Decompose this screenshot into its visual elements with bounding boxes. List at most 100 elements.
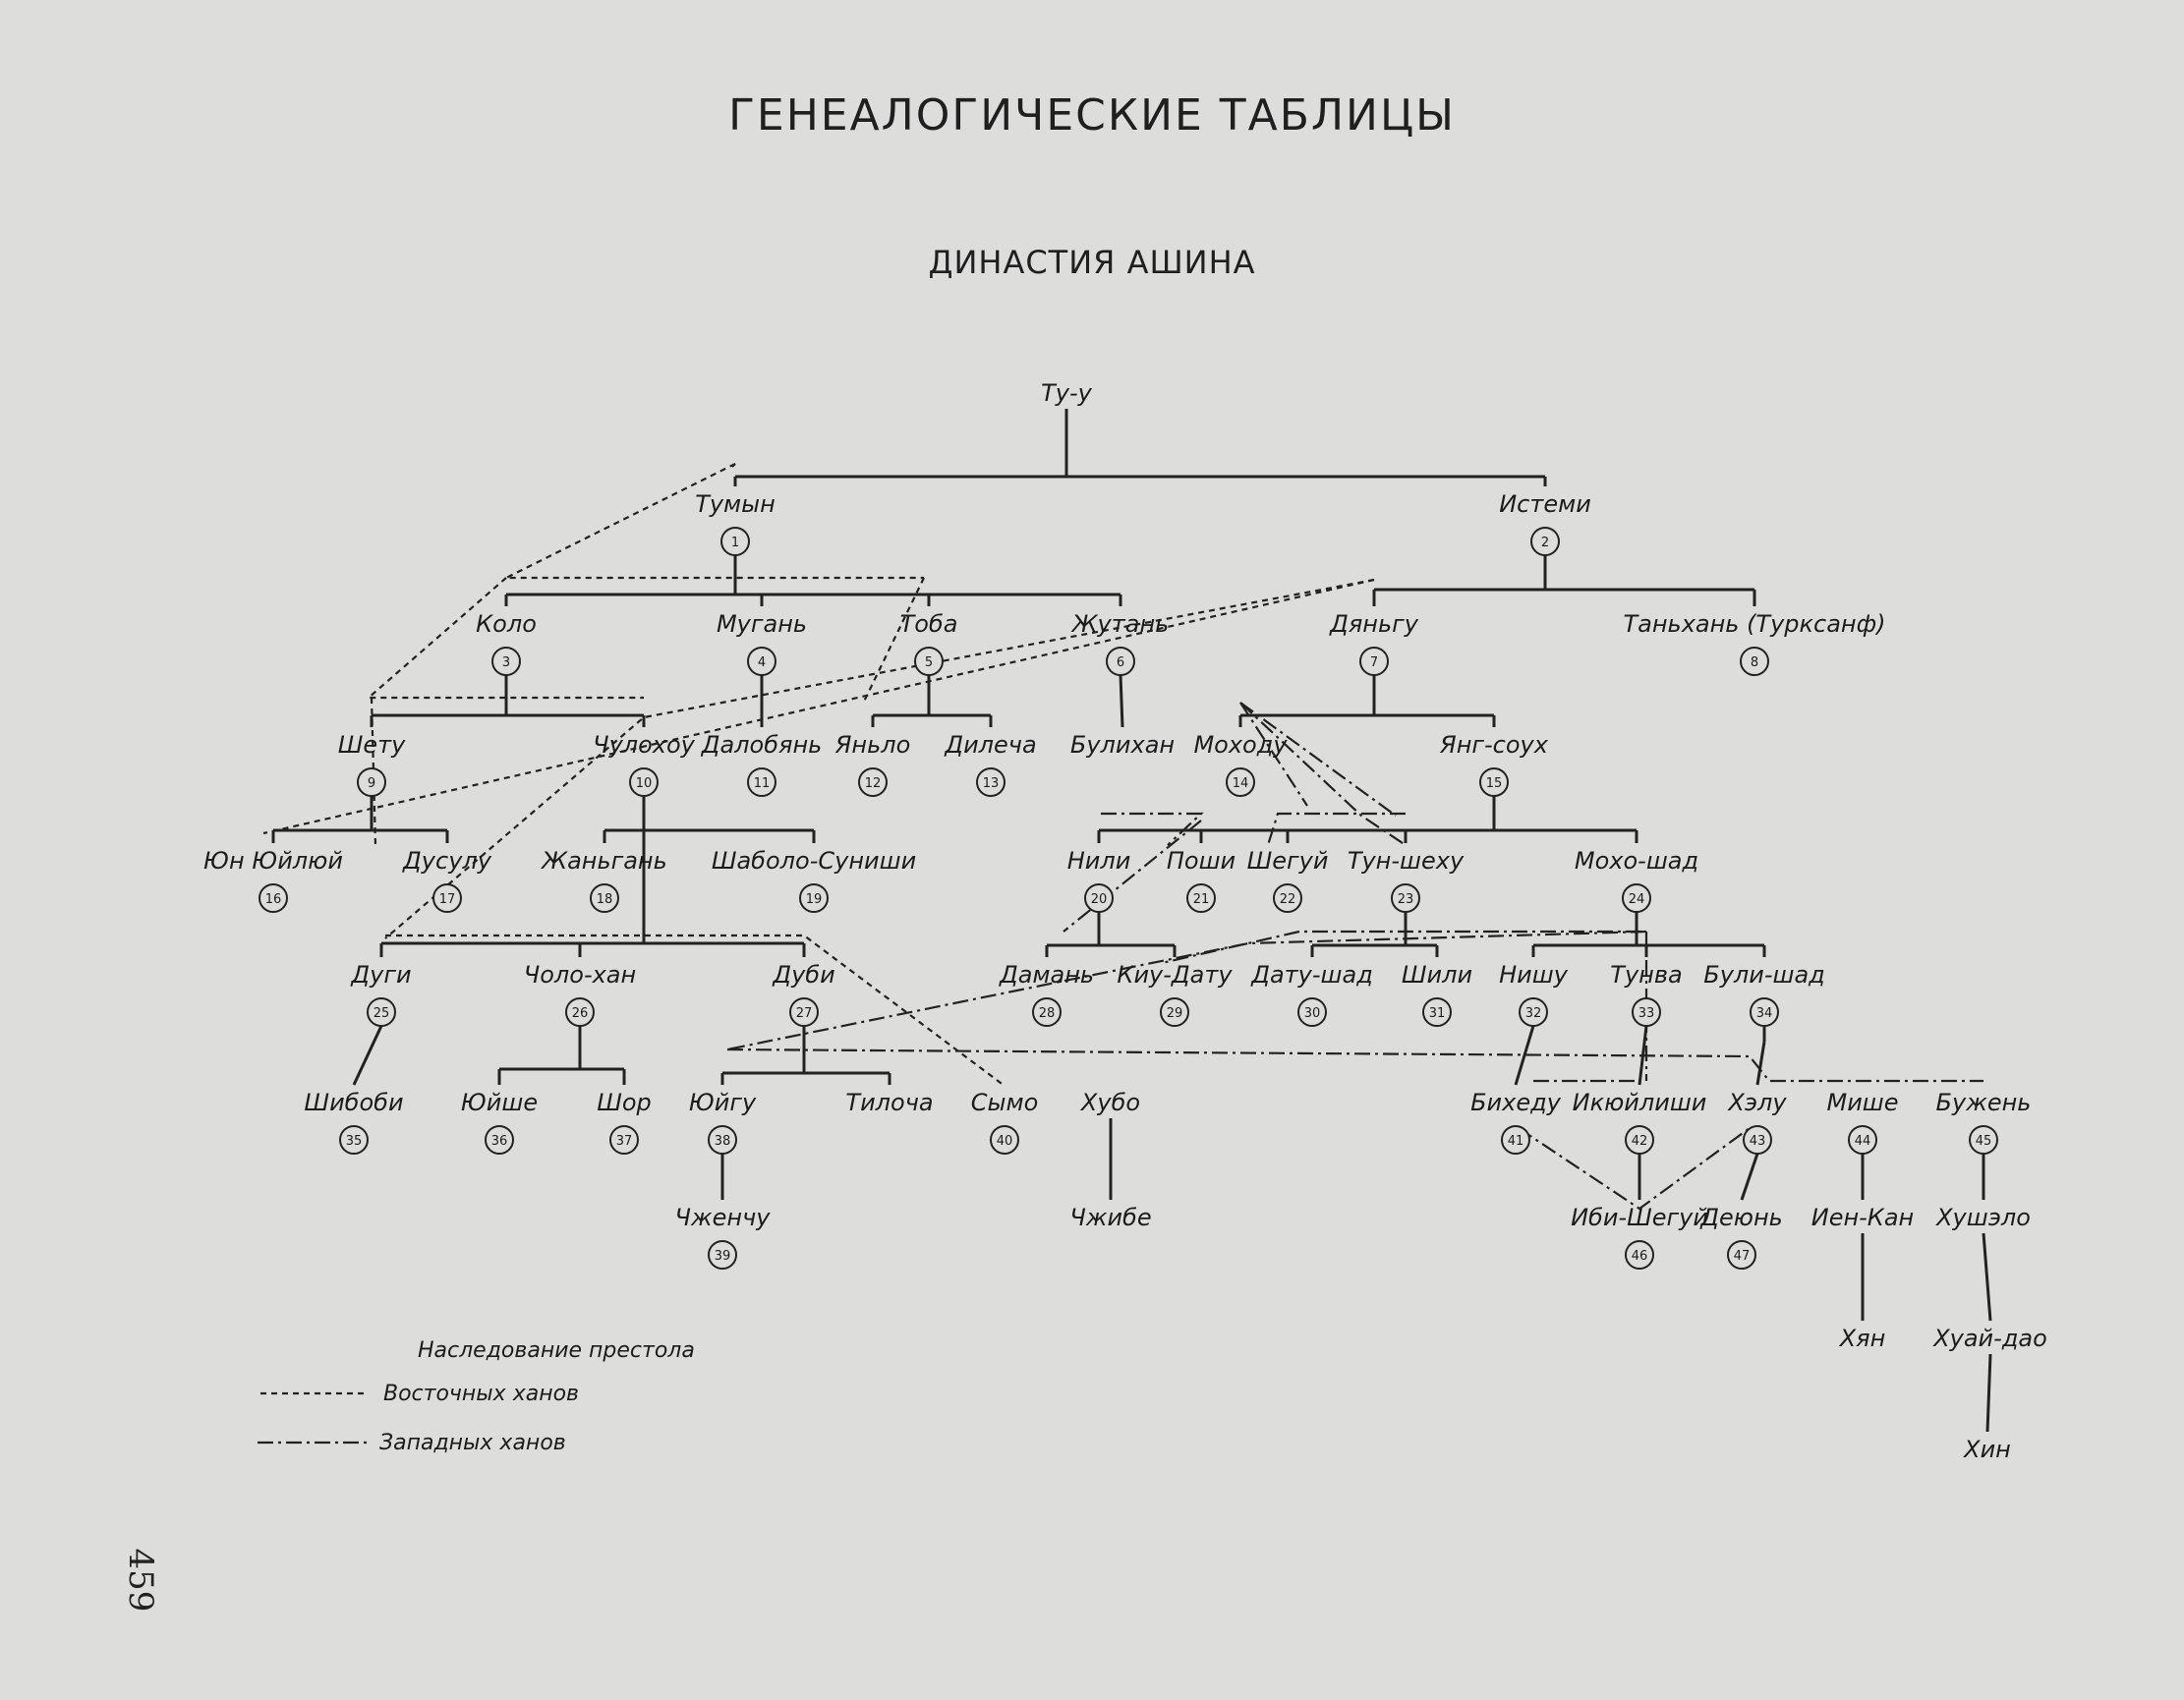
node-number: 5 (925, 655, 933, 670)
node-name: Юн Юйлюй (203, 847, 343, 875)
node-name: Икюйлиши (1573, 1089, 1707, 1116)
node-number: 32 (1525, 1006, 1542, 1021)
node-number: 1 (731, 536, 739, 550)
node-ikyulishi: Икюйлиши 42 (1573, 1089, 1707, 1155)
node-number: 42 (1632, 1134, 1648, 1149)
node-name: Ту-у (1041, 379, 1093, 407)
node-number: 16 (265, 892, 282, 907)
node-number-circle (708, 1240, 737, 1270)
node-khyan: Хян (1838, 1325, 1886, 1352)
node-number: 27 (796, 1006, 813, 1021)
node-number: 22 (1280, 892, 1296, 907)
family-shetu-6 (271, 796, 449, 843)
node-number: 18 (597, 892, 613, 907)
node-name: Тунва (1610, 961, 1682, 989)
node-name: Таньхань (Турксанф) (1623, 610, 1885, 638)
node-number-circle (491, 647, 521, 676)
node-number-circle (1622, 883, 1651, 913)
east-succession-path (385, 934, 1006, 1087)
node-name: Яньло (834, 731, 911, 759)
node-number: 3 (502, 655, 510, 670)
node-number-circle (1297, 997, 1327, 1027)
east-succession-path (731, 463, 736, 468)
node-number-circle (1848, 1125, 1877, 1155)
node-bulikhan: Булихан (1070, 731, 1175, 759)
node-name: Булихан (1070, 731, 1175, 759)
descent-line-khelu-deyun (1740, 1153, 1759, 1201)
node-name: Шету (338, 731, 406, 759)
node-ienkan: Иен-Кан (1811, 1204, 1915, 1231)
family-bulishad (1755, 1026, 1766, 1086)
page-subtitle: ДИНАСТИЯ АШИНА (928, 244, 1256, 281)
node-number-circle (357, 767, 386, 797)
legend-east-label: Восточных ханов (383, 1382, 579, 1406)
node-yunyuilyui: Юн Юйлюй 16 (203, 847, 343, 913)
east-succession-path (262, 578, 1375, 835)
family-dubi-14 (720, 1026, 891, 1085)
node-name: Шили (1402, 961, 1472, 989)
family-dyangu-5 (1238, 675, 1496, 727)
node-number-circle (747, 647, 776, 676)
node-number-circle (565, 997, 595, 1027)
east-succession-lines (262, 463, 1375, 1087)
node-name: Хин (1962, 1436, 2011, 1463)
node-name: Сымо (971, 1089, 1039, 1116)
west-succession-path (726, 1048, 1983, 1083)
node-name: Дамань (999, 961, 1094, 989)
node-number-circle (367, 997, 396, 1027)
node-number: 11 (754, 776, 771, 791)
node-number: 8 (1751, 655, 1758, 670)
node-name: Бихеду (1470, 1089, 1562, 1116)
node-number-circle (1632, 997, 1661, 1027)
descent-line-dugi-shibobi (352, 1025, 383, 1086)
node-number-circle (1106, 647, 1135, 676)
node-yanlo: Яньло 12 (834, 731, 911, 797)
descent-line-nishu-bikhedu (1514, 1025, 1535, 1086)
node-name: Поши (1167, 847, 1236, 875)
east-succession-path (370, 697, 377, 846)
node-number-circle (1273, 883, 1302, 913)
node-name: Дуги (350, 961, 411, 989)
node-number: 40 (997, 1134, 1013, 1149)
node-name: Иен-Кан (1811, 1204, 1915, 1231)
node-name: Хэлу (1726, 1089, 1787, 1116)
node-tilocha: Тилоча (845, 1089, 933, 1116)
node-number: 19 (806, 892, 823, 907)
node-name: Юйгу (689, 1089, 757, 1116)
node-number-circle (1519, 997, 1548, 1027)
node-number: 41 (1508, 1134, 1524, 1149)
node-number: 12 (865, 776, 882, 791)
node-number-circle (1226, 767, 1255, 797)
node-number-circle (339, 1125, 369, 1155)
node-name: Шаболо-Суниши (712, 847, 916, 875)
node-name: Жаньгань (540, 847, 667, 875)
node-name: Тилоча (845, 1089, 933, 1116)
west-succession-lines (726, 702, 1983, 1211)
node-number: 25 (374, 1006, 390, 1021)
west-succession-path (1101, 812, 1204, 846)
node-number-circle (1740, 647, 1769, 676)
node-number: 45 (1976, 1134, 1992, 1149)
west-succession-path (1239, 702, 1397, 817)
family-kolo-3 (370, 675, 646, 727)
node-name: Дусулу (402, 847, 492, 875)
node-number: 6 (1117, 655, 1124, 670)
